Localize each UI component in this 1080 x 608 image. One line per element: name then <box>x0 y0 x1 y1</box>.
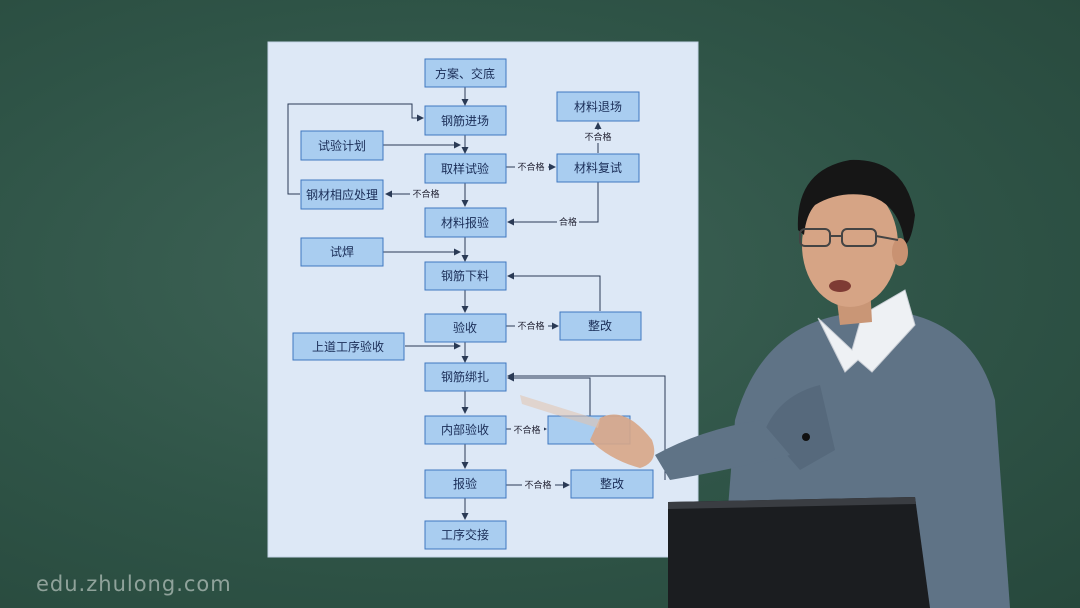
box-rebar-cut <box>424 261 507 291</box>
label-rebar-in: 钢筋进场 <box>441 113 489 128</box>
edge-fail-3: 不合格 <box>584 131 611 143</box>
podium-monitor <box>668 497 930 608</box>
box-rebar-bind <box>424 362 507 392</box>
label-trial-weld: 试焊 <box>330 244 354 259</box>
box-material-return <box>556 91 640 122</box>
box-sampling <box>424 153 507 184</box>
edge-fail-6: 不合格 <box>524 479 551 491</box>
box-internal-accept <box>424 415 507 445</box>
label-rectify-3: 整改 <box>600 476 624 491</box>
box-rebar-process <box>300 179 384 210</box>
microphone-icon <box>802 433 810 441</box>
label-accept: 验收 <box>453 320 477 335</box>
watermark-text: edu.zhulong.com <box>36 572 232 596</box>
box-plan <box>424 58 507 88</box>
label-internal-accept: 内部验收 <box>441 422 489 437</box>
box-rebar-in <box>424 105 507 136</box>
box-rectify-3 <box>570 469 654 499</box>
label-plan: 方案、交底 <box>435 66 495 81</box>
edge-fail-5: 不合格 <box>513 424 540 436</box>
label-report-check: 报验 <box>453 476 477 491</box>
label-material-return: 材料退场 <box>574 100 622 114</box>
label-test-plan: 试验计划 <box>318 138 366 153</box>
box-rectify-1 <box>559 311 642 341</box>
box-accept <box>424 313 507 343</box>
flowchart <box>287 87 666 520</box>
label-sampling: 取样试验 <box>441 161 489 176</box>
label-prev-accept: 上道工序验收 <box>312 339 384 354</box>
box-test-plan <box>300 130 384 161</box>
box-material-retest <box>556 153 640 183</box>
label-rectify-1: 整改 <box>588 318 612 333</box>
box-prev-accept <box>292 332 405 361</box>
label-rebar-process: 钢材相应处理 <box>306 187 378 202</box>
edge-pass: 合格 <box>559 216 577 228</box>
box-material-check <box>424 207 507 238</box>
label-handover: 工序交接 <box>441 527 489 542</box>
box-report-check <box>424 469 507 499</box>
label-material-check: 材料报验 <box>441 215 489 230</box>
edge-fail-4: 不合格 <box>517 320 544 332</box>
label-material-retest: 材料复试 <box>574 160 622 175</box>
edge-fail-2: 不合格 <box>412 188 439 200</box>
edge-fail-1: 不合格 <box>517 161 544 173</box>
label-rebar-cut: 钢筋下料 <box>441 268 489 283</box>
box-handover <box>424 520 507 550</box>
glasses-icon <box>799 228 899 247</box>
label-rebar-bind: 钢筋绑扎 <box>441 369 489 384</box>
box-trial-weld <box>300 237 384 267</box>
